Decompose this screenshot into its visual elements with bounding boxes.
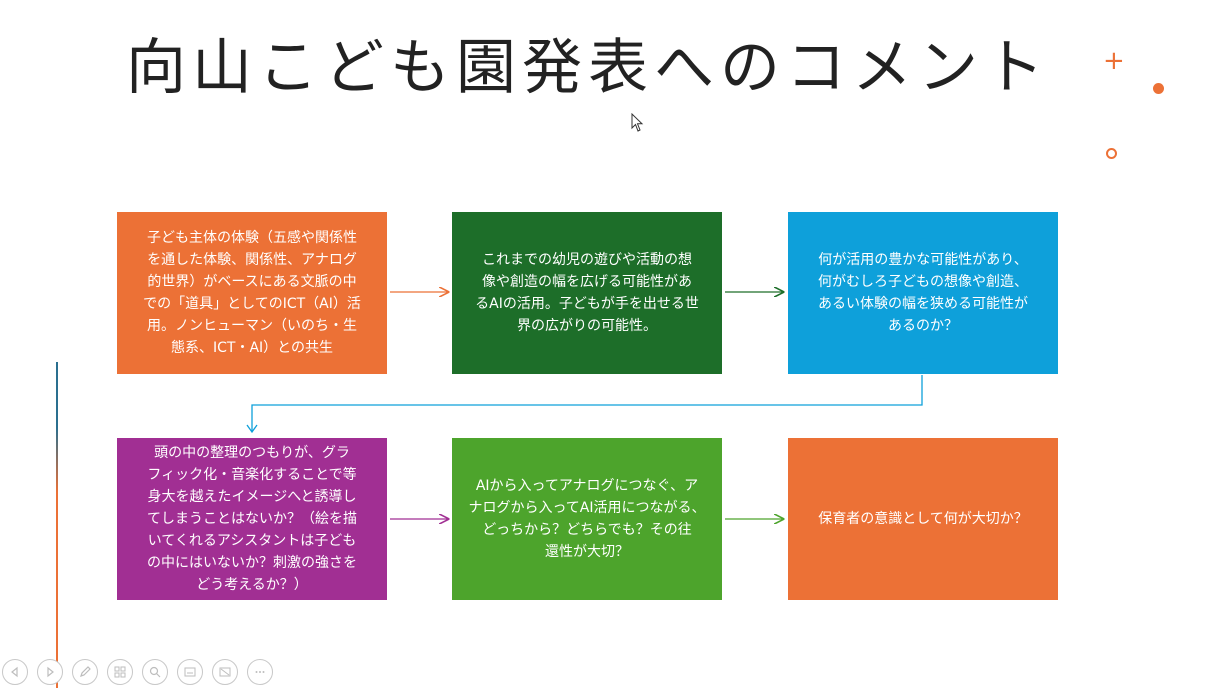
zoom-icon[interactable] — [142, 659, 168, 685]
subtitles-icon[interactable] — [177, 659, 203, 685]
slides-icon[interactable] — [107, 659, 133, 685]
flow-box-2: これまでの幼児の遊びや活動の想 像や創造の幅を広げる可能性があ るAIの活用。子… — [452, 212, 722, 374]
next-icon[interactable] — [37, 659, 63, 685]
flow-box-5: AIから入ってアナログにつなぐ、ア ナログから入ってAI活用につながる、 どっち… — [452, 438, 722, 600]
flow-box-3: 何が活用の豊かな可能性があり、 何がむしろ子どもの想像や創造、 あるい体験の幅を… — [788, 212, 1058, 374]
screen-icon[interactable] — [212, 659, 238, 685]
mouse-cursor-icon — [631, 113, 644, 132]
flow-box-6: 保育者の意識として何が大切か？ — [788, 438, 1058, 600]
plus-icon: + — [1103, 46, 1125, 76]
flow-box-4: 頭の中の整理のつもりが、グラ フィック化・音楽化することで等 身大を越えたイメー… — [117, 438, 387, 600]
arrow-3-to-4-head — [246, 424, 258, 434]
slide-title: 向山こども園発表へのコメント — [126, 33, 1050, 103]
arrow-3-to-4 — [251, 375, 923, 432]
flow-box-1: 子ども主体の体験（五感や関係性 を通した体験、関係性、アナログ 的世界）がベース… — [117, 212, 387, 374]
previous-icon[interactable] — [2, 659, 28, 685]
pen-icon[interactable] — [72, 659, 98, 685]
dot-icon — [1153, 83, 1164, 94]
presenter-toolbar — [2, 659, 273, 687]
decorative-vertical-line — [56, 362, 58, 688]
ring-icon — [1106, 148, 1117, 159]
more-icon[interactable] — [247, 659, 273, 685]
